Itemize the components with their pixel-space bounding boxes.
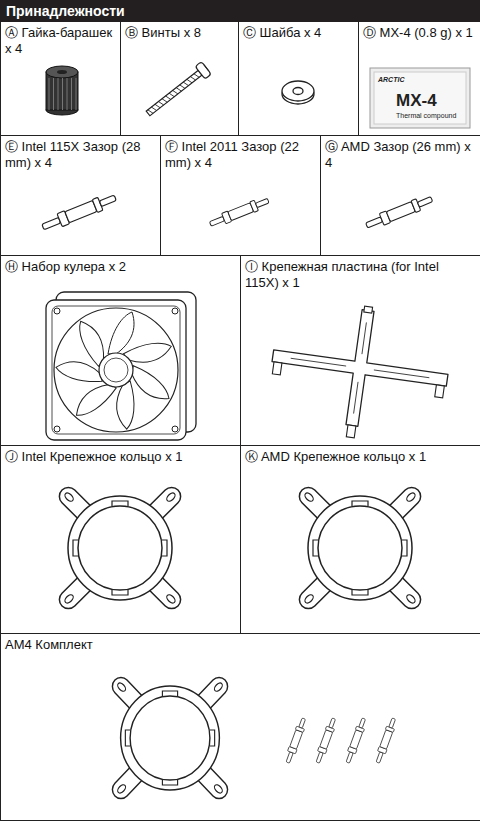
part-name: Ⓔ Intel 115X Зазор (28 mm) x 4 — [0, 136, 160, 173]
knurled-nut — [46, 66, 78, 115]
amd-ring — [296, 484, 425, 613]
part-cell: Ⓕ Intel 2011 Зазор (22 mm) x 4 — [160, 136, 321, 256]
am4-standoffs — [284, 717, 398, 764]
part-cell: Ⓘ Крепежная пластина (for Intel 115X) x … — [240, 256, 480, 446]
part-cell: Ⓚ AMD Крепежное кольцо x 1 — [240, 446, 480, 634]
part-name: Ⓓ MX-4 (0.8 g) x 1 — [358, 22, 480, 44]
fan — [46, 292, 196, 440]
am4-bracket — [109, 674, 231, 803]
part-name: Ⓗ Набор кулера x 2 — [0, 256, 240, 278]
part-cell: AM4 Комплект — [0, 634, 480, 821]
part-cell: Ⓐ Гайка-барашек x 4 — [0, 22, 121, 136]
part-name: Ⓕ Intel 2011 Зазор (22 mm) x 4 — [160, 136, 320, 173]
intel-ring — [56, 484, 185, 613]
thermal-paste-sachet — [370, 68, 470, 128]
package-text: Thermal compound — [396, 112, 456, 119]
package-text: ARCTIC — [378, 76, 404, 83]
part-cell: Ⓗ Набор кулера x 2 — [0, 256, 241, 446]
part-name: Ⓒ Шайба x 4 — [238, 22, 358, 44]
part-name: Ⓚ AMD Крепежное кольцо x 1 — [240, 446, 480, 468]
part-cell: Ⓙ Intel Крепежное кольцо x 1 — [0, 446, 241, 634]
part-name: Ⓑ Винты x 8 — [120, 22, 238, 44]
title-bar: Принадлежности — [0, 0, 480, 22]
part-cell: Ⓖ AMD Зазор (26 mm) x 4 — [320, 136, 480, 256]
part-name: Ⓘ Крепежная пластина (for Intel 115X) x … — [240, 256, 480, 293]
backplate — [263, 294, 456, 449]
standoff — [364, 193, 434, 231]
part-name: AM4 Комплект — [0, 634, 480, 656]
package-text: MX-4 — [396, 92, 437, 109]
part-cell: Ⓑ Винты x 8 — [120, 22, 239, 136]
part-name: Ⓙ Intel Крепежное кольцо x 1 — [0, 446, 240, 468]
standoff — [208, 195, 270, 229]
grid-frame: Ⓐ Гайка-барашек x 4Ⓑ Винты x 8Ⓒ Шайба x … — [0, 22, 480, 821]
part-cell: Ⓒ Шайба x 4 — [238, 22, 359, 136]
screw — [143, 62, 211, 120]
standoff — [40, 191, 118, 233]
washer — [282, 81, 314, 104]
part-name: Ⓐ Гайка-барашек x 4 — [0, 22, 120, 59]
part-cell: Ⓔ Intel 115X Зазор (28 mm) x 4 — [0, 136, 161, 256]
part-name: Ⓖ AMD Зазор (26 mm) x 4 — [320, 136, 480, 173]
